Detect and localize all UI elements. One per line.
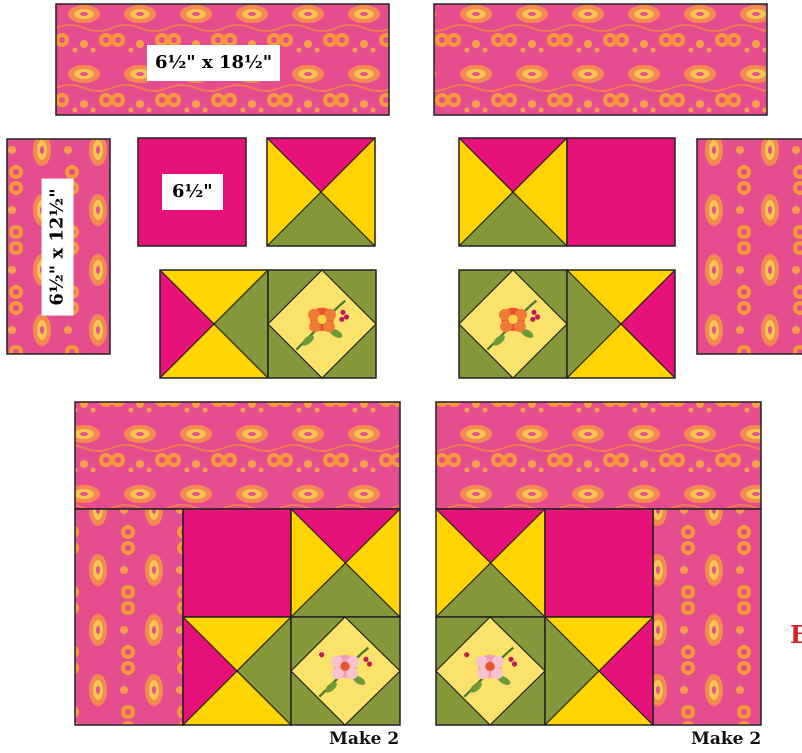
right-side-print-strip	[697, 139, 802, 354]
top-strip-size-label: 6½" x 18½"	[147, 45, 280, 81]
pink-square-right	[567, 138, 675, 246]
hourglass-block-right-row2	[567, 270, 675, 378]
square-size-label: 6½"	[162, 174, 223, 210]
edge-letter: E	[790, 620, 802, 649]
right-make-caption: Make 2	[691, 729, 761, 749]
hourglass-block-right	[459, 138, 567, 246]
left-make-caption: Make 2	[329, 729, 399, 749]
floral-square-in-square-left	[268, 270, 376, 378]
assembled-block-right	[436, 402, 761, 725]
top-right-print-strip	[434, 4, 767, 115]
side-strip-size-label: 6½" x 12½"	[42, 178, 74, 315]
hourglass-block-left-row2	[160, 270, 268, 378]
assembled-block-left	[75, 402, 400, 725]
hourglass-block-left	[267, 138, 375, 246]
floral-square-in-square-right	[459, 270, 567, 378]
